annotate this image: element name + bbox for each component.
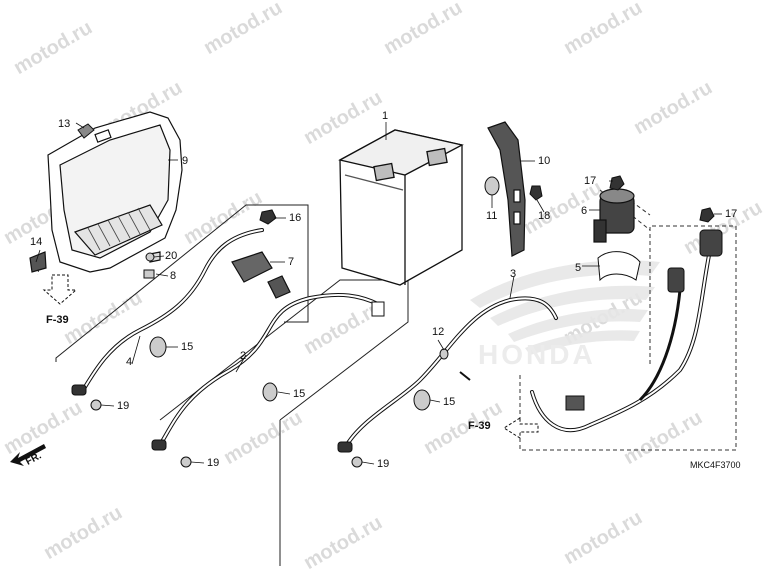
strap-10 xyxy=(487,121,526,257)
callout-20: 20 xyxy=(165,250,178,262)
leader-lines xyxy=(35,122,722,465)
bolt-19c xyxy=(351,456,363,468)
cable-2 xyxy=(158,292,382,447)
front-arrow-icon xyxy=(10,444,46,466)
honda-text: HONDA xyxy=(478,339,596,370)
diagram-code: MKC4F3700 xyxy=(690,460,741,470)
nut-17b xyxy=(699,207,715,223)
bolt-19a xyxy=(90,399,102,411)
fuse-box-7 xyxy=(231,251,291,299)
bolt-15b xyxy=(262,382,278,402)
bolt-12 xyxy=(439,348,449,360)
bolt-18 xyxy=(529,185,543,201)
reference-left: F-39 xyxy=(46,314,69,326)
nut-16 xyxy=(259,209,277,225)
harness-connector-mid xyxy=(667,267,685,293)
washer-11 xyxy=(484,176,500,196)
harness-connector-top xyxy=(699,229,723,257)
callout-19b: 19 xyxy=(207,457,220,469)
callout-15c: 15 xyxy=(443,396,456,408)
bolt-15c xyxy=(413,389,431,411)
frame-cable-4 xyxy=(55,204,309,362)
reference-right: F-39 xyxy=(468,420,491,432)
starter-relay-6 xyxy=(593,188,635,243)
callout-14: 14 xyxy=(30,236,43,248)
callout-7: 7 xyxy=(288,256,295,268)
bracket-2 xyxy=(371,301,385,317)
nut-17a xyxy=(609,175,625,191)
clip-13 xyxy=(77,123,95,139)
callout-19a: 19 xyxy=(117,400,130,412)
terminal-2 xyxy=(151,439,167,451)
callout-5: 5 xyxy=(575,262,582,274)
callout-2: 2 xyxy=(240,350,247,362)
terminal-3 xyxy=(337,441,353,453)
callout-15b: 15 xyxy=(293,388,306,400)
relay-cover-5 xyxy=(597,251,641,282)
battery-part xyxy=(338,129,464,286)
frame-harness xyxy=(519,225,737,451)
bolts-20-8 xyxy=(143,252,155,279)
callout-17b: 17 xyxy=(725,208,738,220)
bolt-19b xyxy=(180,456,192,468)
bolt-15a xyxy=(149,336,167,358)
callout-10: 10 xyxy=(538,155,551,167)
callout-18: 18 xyxy=(538,210,551,222)
callout-4: 4 xyxy=(126,356,133,368)
terminal-4 xyxy=(71,384,87,396)
callout-12: 12 xyxy=(432,326,445,338)
callout-3: 3 xyxy=(510,268,517,280)
dashed-leader-nut xyxy=(619,192,651,216)
callout-1: 1 xyxy=(382,110,389,122)
callout-16: 16 xyxy=(289,212,302,224)
callout-17a: 17 xyxy=(584,175,597,187)
battery-box-part xyxy=(29,111,183,273)
callout-15a: 15 xyxy=(181,341,194,353)
reference-arrow-left xyxy=(42,274,78,305)
callout-6: 6 xyxy=(581,205,588,217)
harness-connector-low xyxy=(565,395,585,411)
callout-9: 9 xyxy=(182,155,189,167)
harness-branch xyxy=(638,289,682,402)
callout-11: 11 xyxy=(486,210,498,222)
callout-8: 8 xyxy=(170,270,177,282)
callout-19c: 19 xyxy=(377,458,390,470)
callout-13: 13 xyxy=(58,118,71,130)
reference-arrow-right xyxy=(503,417,539,439)
small-fasteners xyxy=(90,336,449,468)
cable-3-branch xyxy=(459,371,471,381)
